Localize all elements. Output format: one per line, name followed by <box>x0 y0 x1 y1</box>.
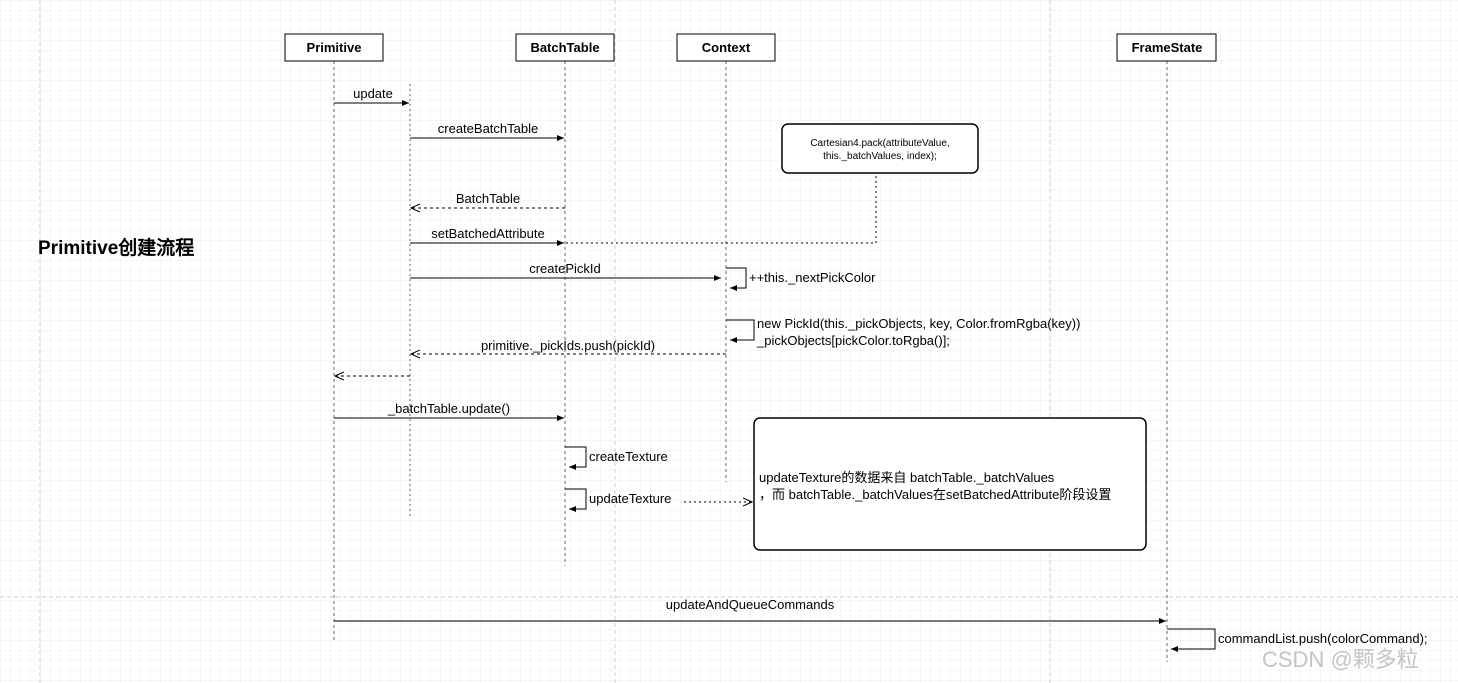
note-line: updateTexture的数据来自 batchTable._batchValu… <box>759 470 1055 485</box>
actor-context[interactable]: Context <box>676 33 776 62</box>
note-update-texture: updateTexture的数据来自 batchTable._batchValu… <box>753 417 1147 551</box>
label-pick-objects: _pickObjects[pickColor.toRgba()]; <box>756 333 950 348</box>
label-new-pick-id: new PickId(this._pickObjects, key, Color… <box>757 316 1080 331</box>
note-connector <box>566 175 877 244</box>
actor-label: FrameState <box>1132 40 1203 55</box>
label-set-batched-attribute: setBatchedAttribute <box>431 226 544 241</box>
self-loop-command-list-push <box>1167 628 1216 652</box>
note-cartesian-pack: Cartesian4.pack(attributeValue, this._ba… <box>781 123 979 174</box>
actor-label: BatchTable <box>530 40 599 55</box>
actor-label: Primitive <box>307 40 362 55</box>
note-line: ，而 batchTable._batchValues在setBatchedAtt… <box>759 487 1111 502</box>
actor-framestate[interactable]: FrameState <box>1116 33 1217 62</box>
actor-batchtable[interactable]: BatchTable <box>515 33 615 62</box>
self-loop-next-pick-color <box>726 267 747 291</box>
label-update-and-queue: updateAndQueueCommands <box>666 597 835 612</box>
label-create-batch-table: createBatchTable <box>438 121 538 136</box>
self-loop-update-texture <box>565 488 587 512</box>
label-command-list-push: commandList.push(colorCommand); <box>1218 631 1428 646</box>
label-update: update <box>353 86 393 101</box>
label-next-pick-color: ++this._nextPickColor <box>749 270 876 285</box>
actor-label: Context <box>702 40 751 55</box>
label-update-texture: updateTexture <box>589 491 671 506</box>
diagram-title: Primitive创建流程 <box>38 236 194 259</box>
label-batch-table-update: _batchTable.update() <box>387 401 510 416</box>
note-line: Cartesian4.pack(attributeValue, <box>810 138 949 149</box>
label-create-pick-id: createPickId <box>529 261 601 276</box>
label-batch-table-return: BatchTable <box>456 191 520 206</box>
self-loop-create-texture <box>565 446 587 470</box>
label-create-texture: createTexture <box>589 449 668 464</box>
label-pick-ids-push: primitive._pickIds.push(pickId) <box>481 338 655 353</box>
self-loop-new-pick-id <box>726 319 755 343</box>
watermark: CSDN @颗多粒 <box>1262 647 1419 672</box>
actor-primitive[interactable]: Primitive <box>284 33 384 62</box>
note-line: this._batchValues, index); <box>823 151 937 162</box>
lifelines <box>333 61 1168 662</box>
